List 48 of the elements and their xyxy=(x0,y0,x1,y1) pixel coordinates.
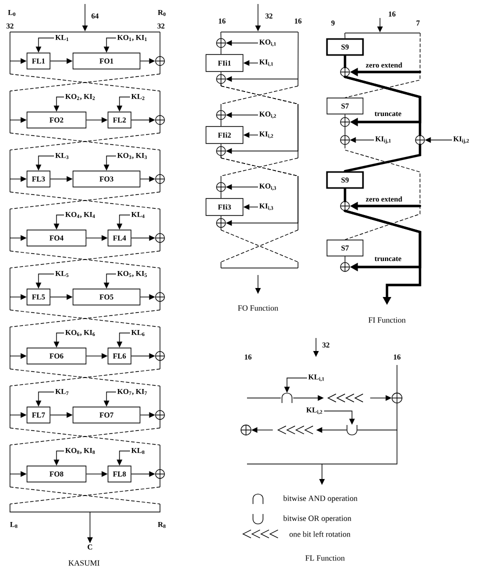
xor-symbol xyxy=(155,469,165,479)
connector-line xyxy=(344,188,346,202)
connector-line xyxy=(356,403,398,430)
xor-symbol xyxy=(216,182,226,192)
connector-line xyxy=(220,216,222,218)
xor-symbol xyxy=(216,110,226,120)
connector-line xyxy=(220,48,222,54)
connector-line xyxy=(344,114,346,118)
xor-symbol xyxy=(155,233,165,243)
connector-line xyxy=(220,192,222,198)
xor-symbol xyxy=(340,67,350,77)
xor-symbol xyxy=(240,424,252,436)
xor-symbol xyxy=(392,392,402,404)
xor-symbol xyxy=(155,115,165,125)
xor-symbol xyxy=(155,56,165,66)
connector-line xyxy=(220,72,222,74)
connector-line xyxy=(344,54,346,68)
connector-line xyxy=(220,144,222,146)
connector-line xyxy=(344,144,420,240)
connector-line xyxy=(344,256,346,262)
rotation-symbol xyxy=(277,426,314,434)
xor-symbol xyxy=(216,146,226,156)
xor-symbol xyxy=(155,410,165,420)
arrow xyxy=(344,76,422,126)
connector-line xyxy=(220,228,298,268)
and-symbol xyxy=(282,392,292,404)
xor-symbol xyxy=(340,135,350,145)
xor-symbol xyxy=(340,117,350,127)
xor-symbol xyxy=(340,201,350,211)
xor-symbol xyxy=(155,174,165,184)
connector-line xyxy=(344,144,422,172)
xor-symbol xyxy=(415,135,425,145)
xor-symbol xyxy=(216,218,226,228)
xor-symbol xyxy=(155,351,165,361)
connector-line xyxy=(220,84,298,182)
xor-symbol xyxy=(155,292,165,302)
connector-line xyxy=(344,32,421,98)
connector-line xyxy=(344,126,346,136)
rotation-symbol xyxy=(327,394,364,402)
xor-symbol xyxy=(216,74,226,84)
connector-line xyxy=(220,120,222,126)
xor-symbol xyxy=(216,38,226,48)
connector-line xyxy=(220,32,299,110)
connector-line xyxy=(220,32,222,38)
connector-line xyxy=(220,156,298,268)
or-symbol xyxy=(346,424,358,436)
xor-symbol xyxy=(340,262,350,272)
connector-line xyxy=(344,32,346,39)
